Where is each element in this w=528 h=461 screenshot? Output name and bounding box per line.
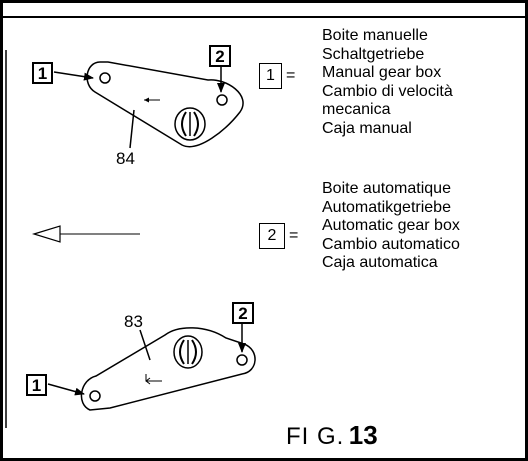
figure-caption: FI G. 13	[286, 420, 378, 451]
manual-label: Boite manuelle	[322, 27, 428, 44]
automatic-label: Automatikgetriebe	[322, 198, 451, 216]
lower-shaft-right-flat	[191, 339, 197, 365]
automatic-label: Boite automatique	[322, 180, 451, 197]
automatic-gearbox-labels: Boite automatique Automatikgetriebe Auto…	[322, 180, 460, 273]
lower-lever	[80, 327, 256, 411]
lower-part-leader	[139, 329, 151, 361]
legend-key-2: 2	[259, 223, 285, 249]
manual-gearbox-labels: Boite manuelle Schaltgetriebe Manual gea…	[322, 27, 453, 138]
automatic-label: Cambio automatico	[322, 235, 460, 253]
manual-label: Cambio di velocità	[322, 82, 453, 100]
lower-part-number: 83	[124, 312, 143, 331]
lower-lever-outline	[80, 327, 256, 411]
upper-callout-1-arrow	[53, 71, 94, 81]
direction-arrow	[31, 225, 140, 243]
manual-label: Caja manual	[322, 119, 412, 137]
upper-hole-2	[216, 94, 228, 106]
upper-lever	[86, 61, 244, 149]
upper-direction-arrowhead	[144, 97, 149, 103]
upper-part-number: 84	[116, 149, 135, 168]
manual-label: Manual gear box	[322, 64, 442, 81]
upper-callout-1: 1	[32, 62, 53, 84]
upper-part-leader	[129, 109, 135, 149]
upper-shaft-right-flat	[193, 111, 199, 137]
upper-callout-2: 2	[209, 45, 231, 67]
lower-hole-1	[89, 390, 101, 402]
lower-callout-1-arrow	[47, 383, 85, 396]
manual-label: mecanica	[322, 101, 391, 118]
legend-key-1: 1	[259, 63, 282, 89]
upper-shaft-left-flat	[181, 111, 187, 137]
automatic-label: Caja automatica	[322, 254, 438, 271]
figure-caption-prefix: FI G.	[286, 423, 345, 450]
upper-hole-1	[99, 72, 111, 84]
lower-callout-1: 1	[26, 374, 47, 396]
legend-equals-1: =	[286, 67, 296, 84]
figure-caption-number: 13	[348, 420, 378, 450]
automatic-label: Automatic gear box	[322, 217, 460, 234]
direction-arrow-head	[31, 225, 61, 243]
lower-shaft-left-flat	[179, 339, 185, 365]
legend-equals-2: =	[289, 227, 299, 244]
lower-callout-2: 2	[232, 302, 254, 324]
lower-hole-2	[236, 354, 248, 366]
manual-label: Schaltgetriebe	[322, 45, 425, 63]
lower-direction-symbol	[145, 374, 162, 385]
